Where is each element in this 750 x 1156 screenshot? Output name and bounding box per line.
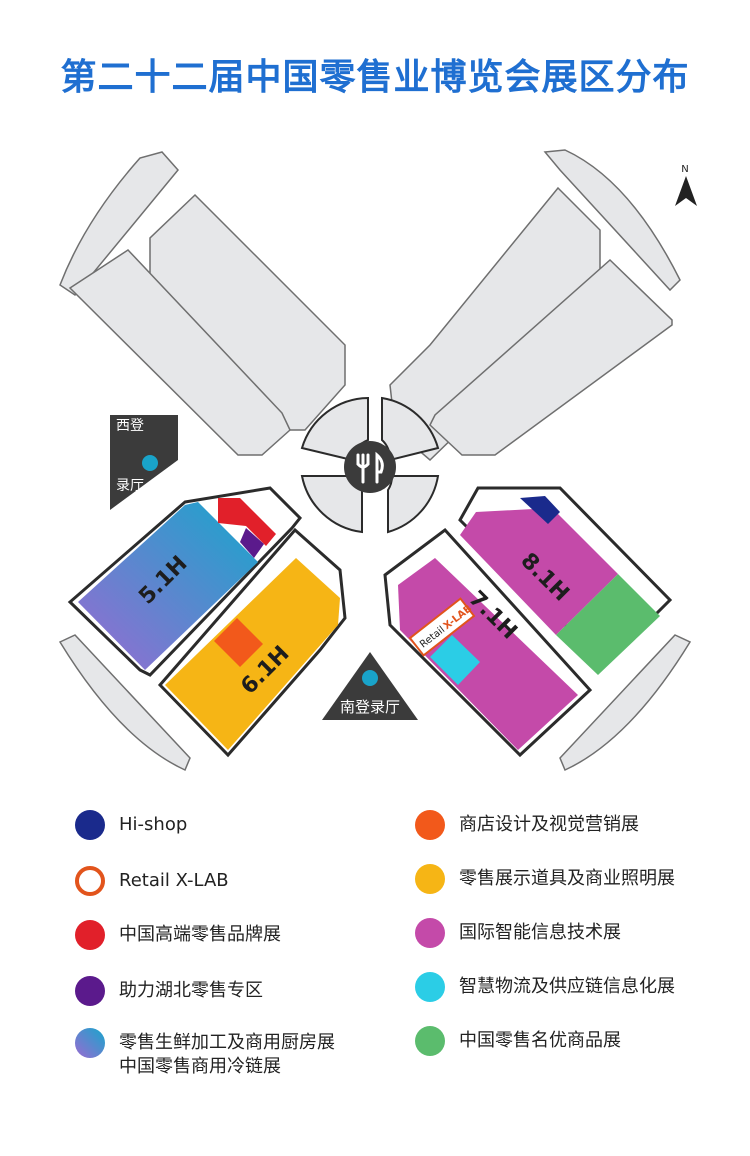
- hall-nw-lower: [68, 249, 291, 456]
- famous-products-zone: [556, 574, 660, 675]
- svg-text:N: N: [681, 164, 688, 175]
- north-compass: N: [675, 164, 697, 206]
- exhibition-map: 5.1H 6.1H Retail X-LAB 7.1H 8.1H 西登: [58, 149, 697, 772]
- smart-info-tech-zone-7: [398, 558, 578, 750]
- hi-shop-zone: [520, 496, 560, 524]
- west-registration-hall[interactable]: 西登录厅: [110, 415, 178, 510]
- hall-6-1h[interactable]: 6.1H: [157, 527, 347, 758]
- legend-swatch: [75, 866, 105, 896]
- legend-item-hubei: 助力湖北零售专区: [75, 976, 263, 1006]
- legend-item-high-end: 中国高端零售品牌展: [75, 920, 281, 950]
- hall-ne-lower: [429, 258, 673, 456]
- upper-left-buildings: [59, 151, 346, 456]
- outer-arc-building-nw: [59, 151, 179, 296]
- south-registration-hall[interactable]: 南登录厅: [322, 652, 418, 720]
- registration-icon: [362, 670, 378, 686]
- legend-swatch: [415, 810, 445, 840]
- hall-8-1h[interactable]: 8.1H: [458, 486, 673, 675]
- hubei-zone: [240, 528, 264, 558]
- legend-item-store-design: 商店设计及视觉营销展: [415, 810, 639, 840]
- legend-swatch: [75, 1028, 105, 1058]
- upper-right-buildings: [389, 149, 681, 462]
- central-plaza: [300, 396, 440, 534]
- hall-7-1h[interactable]: Retail X-LAB 7.1H: [383, 527, 593, 758]
- page-title: 第二十二届中国零售业博览会展区分布: [60, 57, 690, 98]
- outer-arc-building-ne: [543, 149, 681, 292]
- legend-item-retail-xlab: Retail X-LAB: [75, 866, 229, 896]
- outer-arc-building-sw: [58, 634, 191, 772]
- west-registration-label: 西登录厅: [116, 418, 144, 494]
- outer-arc-building-se: [559, 634, 692, 772]
- fresh-food-zone: [78, 502, 258, 670]
- legend-swatch: [415, 1026, 445, 1056]
- legend-item-famous-products: 中国零售名优商品展: [415, 1026, 621, 1056]
- legend-swatch: [415, 972, 445, 1002]
- legend-swatch: [75, 810, 105, 840]
- registration-icon: [142, 455, 158, 471]
- legend-item-smart-logistics: 智慧物流及供应链信息化展: [415, 972, 675, 1002]
- legend-item-smart-info-tech: 国际智能信息技术展: [415, 918, 621, 948]
- legend-item-hi-shop: Hi-shop: [75, 810, 187, 840]
- legend-swatch: [415, 918, 445, 948]
- legend-swatch: [415, 864, 445, 894]
- high-end-brand-zone: [218, 498, 276, 546]
- legend-item-fresh-food: 零售生鲜加工及商用厨房展 中国零售商用冷链展: [75, 1028, 335, 1079]
- legend-swatch: [75, 920, 105, 950]
- fork-knife-icon: [356, 451, 384, 484]
- hall-5-1h[interactable]: 5.1H: [67, 486, 303, 677]
- smart-logistics-zone: [430, 635, 480, 685]
- smart-info-tech-zone-8: [460, 508, 618, 635]
- legend-item-retail-display: 零售展示道具及商业照明展: [415, 864, 675, 894]
- store-design-zone: [214, 618, 263, 667]
- legend-swatch: [75, 976, 105, 1006]
- south-registration-label: 南登录厅: [340, 698, 400, 716]
